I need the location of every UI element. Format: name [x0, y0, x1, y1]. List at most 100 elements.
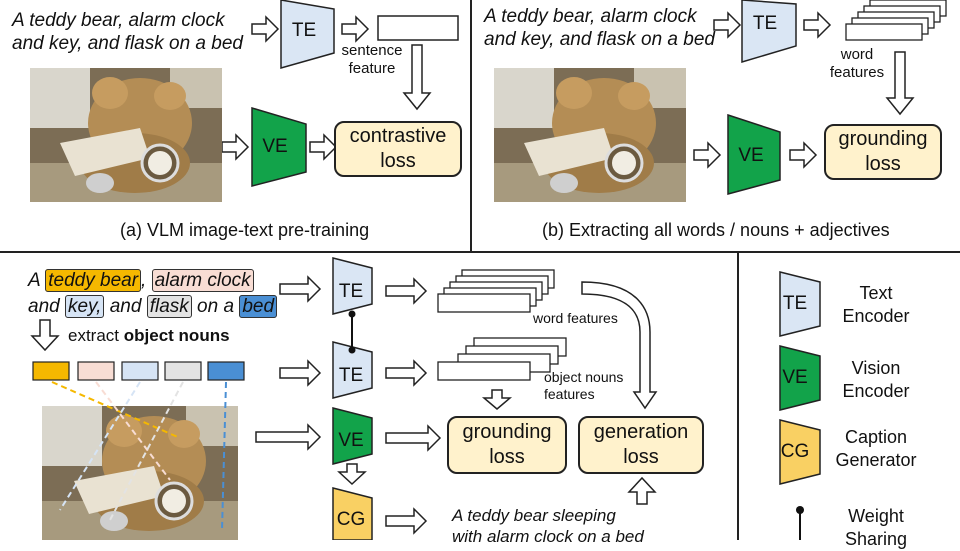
legend-weight-sharing-dot	[796, 506, 804, 514]
legend-te-label: TE	[782, 293, 808, 314]
sentence-feature-label: sentence feature	[336, 42, 408, 78]
caption-generator-shape-c	[332, 487, 373, 540]
legend-cg-line2: Generator	[835, 450, 917, 470]
dashed-line-key	[59, 381, 141, 511]
arrow-image-to-ve-a	[221, 133, 250, 161]
legend-ve-line1: Vision	[851, 358, 901, 378]
vision-encoder-label-a: VE	[262, 136, 288, 157]
grounding-loss-box-b: grounding loss	[824, 124, 942, 180]
text-encoder-shape-a	[280, 0, 335, 69]
arrow-image-to-ve-c	[255, 423, 322, 451]
panel-c-caption-line1: A teddy bear, alarm clock	[28, 268, 288, 294]
dashed-line-alarm-clock	[95, 381, 171, 481]
teddy-bear-image-c	[42, 406, 238, 540]
noun-chip-bed	[207, 361, 245, 381]
divider-vertical-bottom	[737, 252, 739, 540]
sentence-feature-label-line1: sentence	[341, 42, 403, 59]
noun-alarm-clock: alarm clock	[151, 269, 254, 292]
legend-te-line1: Text	[859, 283, 893, 303]
arrow-caption-to-te-b	[713, 11, 742, 39]
arrow-object-features-to-grounding	[481, 389, 513, 410]
panel-c-caption-line2: and key, and flask on a bed	[28, 294, 288, 320]
noun-flask: flask	[146, 295, 192, 318]
caption-word-and: and	[28, 296, 60, 317]
caption-comma: ,	[141, 270, 147, 291]
contrastive-loss-line2: loss	[380, 150, 416, 172]
vision-encoder-shape-c	[332, 407, 373, 465]
weight-sharing-dot-top	[348, 310, 356, 318]
teddy-bear-image-b	[494, 68, 686, 202]
arrow-features-to-loss-b	[885, 51, 915, 116]
extract-label-prefix: extract	[68, 326, 120, 345]
arrow-cg-to-text	[385, 507, 428, 535]
text-encoder-shape-c1	[332, 257, 373, 315]
legend-cg-label: CG	[780, 441, 810, 462]
extract-label-bold: object nouns	[123, 326, 230, 345]
arrow-nouns-to-te2	[279, 359, 322, 387]
generated-caption-line2: with alarm clock on a bed	[452, 527, 644, 546]
panel-a-caption-line2: and key, and flask on a bed	[12, 33, 243, 54]
panel-b-caption: A teddy bear, alarm clock and key, and f…	[484, 5, 729, 51]
text-encoder-label-a: TE	[291, 20, 317, 41]
noun-bed: bed	[239, 295, 278, 318]
sentence-feature-label-line2: feature	[348, 60, 396, 77]
extract-label: extract object nouns	[68, 326, 230, 346]
legend-vision-encoder-shape	[779, 345, 821, 411]
grounding-loss-box-c: grounding loss	[447, 416, 567, 474]
dashed-line-bed	[221, 381, 227, 531]
caption-generator-label-c: CG	[336, 509, 366, 530]
noun-chip-teddy-bear	[32, 361, 70, 381]
generation-loss-line1: generation	[593, 421, 689, 443]
c-word-feature-box-5	[437, 293, 531, 313]
c-object-feature-box-4	[437, 361, 531, 381]
word-features-label-line1: word	[840, 46, 874, 63]
vision-encoder-shape-b	[727, 113, 781, 195]
grounding-loss-c-line2: loss	[489, 446, 525, 468]
arrow-te-to-features-b	[803, 11, 832, 39]
arrow-ve-to-loss-a	[309, 133, 338, 161]
caption-word-on-a: on a	[197, 296, 235, 317]
arrow-te1-to-word-features	[385, 277, 428, 305]
contrastive-loss-line1: contrastive	[349, 125, 447, 147]
panel-b-caption-line1: A teddy bear, alarm clock	[484, 6, 697, 27]
text-encoder-label-c2: TE	[338, 365, 364, 386]
sentence-feature-box	[377, 15, 459, 41]
noun-teddy-bear: teddy bear	[45, 269, 142, 292]
arrow-te-to-feature-a	[341, 15, 370, 43]
vision-encoder-label-b: VE	[738, 145, 764, 166]
word-feature-box-5	[845, 23, 923, 41]
noun-chip-key	[121, 361, 159, 381]
legend-ve-line2: Encoder	[842, 381, 910, 401]
generation-loss-line2: loss	[623, 446, 659, 468]
dashed-line-teddy-bear	[51, 381, 181, 439]
panel-b-caption-line2: and key, and flask on a bed	[484, 29, 715, 50]
legend-cg-line1: Caption	[844, 427, 908, 447]
arrow-caption-to-te1	[279, 275, 322, 303]
divider-horizontal	[0, 251, 960, 253]
panel-b-title: (b) Extracting all words / nouns + adjec…	[542, 220, 890, 240]
legend-ws-line1: Weight	[848, 506, 904, 526]
legend-weight-sharing-text: Weight Sharing	[830, 505, 922, 551]
word-features-label-b: word features	[822, 46, 892, 82]
arrow-word-features-to-generation	[581, 281, 658, 410]
arrow-te2-to-object-features	[385, 359, 428, 387]
panel-a-arrows	[221, 0, 459, 187]
panel-c-caption: A teddy bear, alarm clock and key, and f…	[28, 268, 288, 320]
arrow-image-to-ve-b	[693, 141, 722, 169]
grounding-dashed-lines	[51, 381, 227, 531]
arrow-ve-to-grounding	[385, 424, 442, 452]
generation-loss-box-c: generation loss	[578, 416, 704, 474]
caption-word-a: A	[28, 270, 40, 291]
text-encoder-shape-c2	[332, 341, 373, 399]
object-features-label-line2: features	[544, 386, 595, 402]
legend-shapes	[779, 271, 821, 540]
noun-chip-flask	[164, 361, 202, 381]
text-encoder-label-b: TE	[752, 13, 778, 34]
arrow-generated-to-generation	[627, 476, 657, 505]
word-features-label-line2: features	[829, 64, 885, 81]
object-features-label-c: object nouns features	[544, 369, 623, 403]
panel-a-title: (a) VLM image-text pre-training	[120, 220, 370, 240]
text-encoder-shape-b	[741, 0, 797, 64]
arrow-feature-to-loss-a	[402, 44, 432, 111]
weight-sharing-dot-bottom	[348, 346, 356, 354]
